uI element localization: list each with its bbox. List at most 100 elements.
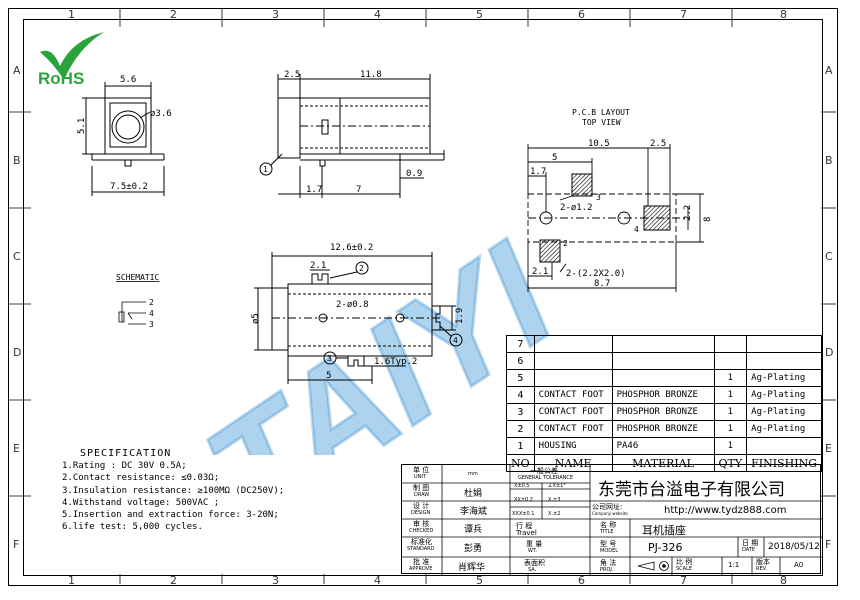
bom-qty: 1 <box>713 420 748 438</box>
spec-line: 5.Insertion and extraction force: 3-20N; <box>62 510 279 521</box>
row-label: D <box>825 346 834 359</box>
tb-checked-en: CHECKED <box>409 528 434 534</box>
callout-3: 3 <box>327 354 332 363</box>
col-label: 3 <box>272 8 279 21</box>
tb-wt-cn: 重 量 <box>526 540 543 548</box>
col-label: 8 <box>780 8 787 21</box>
tb-website-label: 公司网址: <box>592 503 623 511</box>
bom-material <box>611 352 715 370</box>
tb-date-val: 2018/05/12 <box>768 542 820 552</box>
bom-header-name: NAME <box>533 454 613 472</box>
dim-side-d1: 2.5 <box>284 70 300 80</box>
row-label: C <box>13 250 21 263</box>
tb-scale-cn: 比 例 <box>676 558 693 566</box>
bom-row: 7 <box>506 335 822 353</box>
dim-bottom-side: 1.9 <box>455 308 465 324</box>
tb-proj-en: PROJ. <box>600 567 614 573</box>
pcb-pad: 2-(2.2X2.0) <box>566 269 626 279</box>
bom-qty: 1 <box>713 369 748 387</box>
tb-tol-3b: X.±2 <box>548 511 561 517</box>
col-label: 2 <box>170 574 177 587</box>
pcb-pin-3: 3 <box>596 193 601 202</box>
dim-bottom-hole: 2-ø0.8 <box>336 300 369 310</box>
tb-rev-en: REV. <box>756 566 767 572</box>
row-label: A <box>825 64 833 77</box>
row-label: F <box>13 538 20 551</box>
tb-model-en: MODEL <box>600 548 619 554</box>
tb-date-en: DATE <box>742 547 756 553</box>
bom-material: PHOSPHOR BRONZE <box>611 386 715 404</box>
col-label: 6 <box>578 574 585 587</box>
tb-unit-en: UNIT <box>414 474 426 480</box>
bom-row: 6 <box>506 352 822 370</box>
tb-company: 东莞市台溢电子有限公司 <box>598 480 785 500</box>
bom-name: CONTACT FOOT <box>533 386 613 404</box>
col-label: 5 <box>476 574 483 587</box>
dim-bottom-typ: 1.6Typ.2 <box>374 357 417 367</box>
tb-wt-en: WT. <box>528 548 537 554</box>
tb-tol-1a: X±0.5 <box>514 483 530 489</box>
row-label: C <box>825 250 833 263</box>
tb-travel-en: Travel <box>516 529 537 537</box>
bom-no: 4 <box>506 386 535 404</box>
row-label: E <box>13 442 20 455</box>
col-label: 1 <box>68 574 75 587</box>
col-label: 5 <box>476 8 483 21</box>
row-label: F <box>825 538 832 551</box>
bom-qty <box>713 335 748 353</box>
bom-name: CONTACT FOOT <box>533 403 613 421</box>
tb-design-cn: 设 计 <box>413 502 430 510</box>
row-label: E <box>825 442 832 455</box>
tb-website: http://www.tydz888.com <box>664 505 787 516</box>
bom-no: 7 <box>506 335 535 353</box>
dim-front-height: 5.1 <box>77 118 87 134</box>
tb-tol-3a: XXX±0.1 <box>512 511 535 517</box>
col-label: 2 <box>170 8 177 21</box>
spec-title: SPECIFICATION <box>80 448 172 459</box>
bom-finish <box>746 335 822 353</box>
tb-model-cn: 型 号 <box>600 540 617 548</box>
row-label: D <box>13 346 22 359</box>
tb-title-val: 耳机插座 <box>642 524 686 537</box>
dim-bottom-length: 12.6±0.2 <box>330 243 373 253</box>
bom-no: 2 <box>506 420 535 438</box>
col-label: 8 <box>780 574 787 587</box>
spec-line: 3.Insulation resistance: ≥100MΩ (DC250V)… <box>62 485 285 496</box>
tb-rev-cn: 版本 <box>756 558 770 566</box>
col-label: 1 <box>68 8 75 21</box>
pcb-title: P.C.B LAYOUT <box>572 108 630 117</box>
dim-side-d5: 0.9 <box>406 169 422 179</box>
bom-no: 1 <box>506 437 535 455</box>
title-block-grid <box>402 465 822 575</box>
bom-header-qty: QTY <box>713 454 748 472</box>
pcb-pin-2: 2 <box>563 239 568 248</box>
tb-checked-val: 谭兵 <box>464 525 483 535</box>
tb-title-cn: 名 称 <box>600 521 617 529</box>
col-label: 7 <box>680 574 687 587</box>
bom-finish: Ag-Plating <box>746 403 822 421</box>
bom-material <box>611 335 715 353</box>
bom-name <box>533 369 613 387</box>
dim-bottom-dia: ø5 <box>251 313 261 324</box>
tb-date-cn: 日 期 <box>742 539 759 547</box>
dim-side-d3: 1.7 <box>306 185 322 195</box>
dim-bottom-d5: 5 <box>326 371 331 381</box>
bom-name: HOUSING <box>533 437 613 455</box>
tb-sa-cn: 表面积 <box>524 559 545 567</box>
row-label: B <box>825 154 833 167</box>
tb-model-val: PJ-326 <box>648 541 683 554</box>
bom-finish: Ag-Plating <box>746 369 822 387</box>
bom-header-no: NO <box>506 454 535 472</box>
callout-1: 1 <box>263 165 268 174</box>
rohs-text: RoHS <box>38 69 84 88</box>
pcb-d105: 10.5 <box>588 139 610 149</box>
